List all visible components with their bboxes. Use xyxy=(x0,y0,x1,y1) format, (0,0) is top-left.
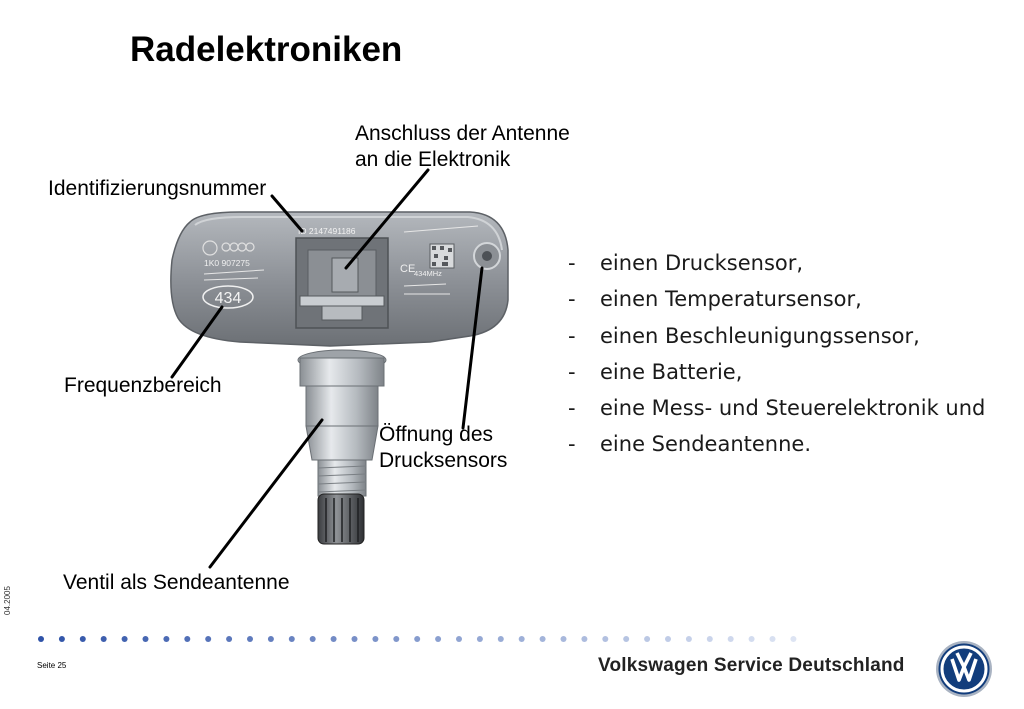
list-item: -eine Sendeantenne. xyxy=(568,432,812,457)
leader-line-opening xyxy=(461,266,484,430)
decorative-dot xyxy=(706,636,713,642)
decorative-dot xyxy=(748,636,755,642)
label-sensor-opening: Öffnung des Drucksensors xyxy=(379,423,508,472)
list-item: -einen Drucksensor, xyxy=(568,251,804,275)
frequency-oval xyxy=(202,285,254,309)
decorative-dot xyxy=(518,636,525,642)
decorative-dot xyxy=(330,636,337,642)
label-frequency: Frequenzbereich xyxy=(64,374,222,397)
sensor-frequency-marking: 434 xyxy=(215,290,242,307)
decorative-dot xyxy=(288,636,295,642)
decorative-dot xyxy=(247,636,253,642)
decorative-dot xyxy=(100,636,107,642)
decorative-dot xyxy=(351,636,358,642)
decorative-dot xyxy=(38,636,44,642)
decorative-dot xyxy=(226,636,233,642)
decorative-dot xyxy=(769,636,776,642)
decorative-dot xyxy=(267,636,274,642)
list-item: -eine Mess- und Steuerelektronik und xyxy=(568,396,986,421)
decorative-dot xyxy=(539,636,546,642)
decorative-dot xyxy=(497,636,504,642)
valve-cap xyxy=(317,493,365,545)
leader-line-id xyxy=(270,194,304,233)
decorative-dot xyxy=(623,636,630,642)
sensor-part-marking: 1K0 907275 xyxy=(204,258,250,268)
decorative-dot xyxy=(435,636,442,642)
vw-logo xyxy=(936,641,992,697)
component-list: -einen Drucksensor, -einen Temperatursen… xyxy=(568,248,985,466)
decorative-dot xyxy=(560,636,567,642)
decorative-dot xyxy=(163,636,170,642)
list-item: -einen Beschleunigungssensor, xyxy=(568,323,920,348)
leader-line-frequency xyxy=(170,305,224,379)
decorative-dot xyxy=(476,636,483,642)
decorative-dot xyxy=(685,636,692,642)
decorative-dot xyxy=(581,636,588,642)
decorative-dot xyxy=(644,636,651,642)
svg-text:CE: CE xyxy=(400,263,415,275)
decorative-dot xyxy=(393,636,400,642)
valve-stem xyxy=(299,357,385,387)
decorative-dot xyxy=(58,636,65,642)
decorative-dot xyxy=(372,636,379,642)
decorative-dot xyxy=(142,636,149,642)
decorative-dot xyxy=(790,636,797,642)
brand-name: Volkswagen Service Deutschland xyxy=(598,655,905,676)
decorative-dot xyxy=(665,636,671,642)
decorative-dot xyxy=(456,636,462,642)
label-id-number: Identifizierungsnummer xyxy=(48,177,267,200)
decorative-dot xyxy=(184,636,191,642)
sensor-id-marking: ID 2147491186 xyxy=(298,226,356,236)
decorative-dot xyxy=(205,636,212,642)
page-number: Seite 25 xyxy=(37,661,67,670)
sensor-mhz-marking: 434MHz xyxy=(414,269,442,278)
label-antenna-connection: Anschluss der Antenne an die Elektronik xyxy=(355,122,570,171)
decorative-dot xyxy=(414,636,421,642)
antenna-clip xyxy=(299,295,385,307)
decorative-dot xyxy=(602,636,609,642)
decorative-dot xyxy=(309,636,316,642)
sensor-figure: ID 2147491186 1K0 907275 434MHz 434 CE xyxy=(170,168,509,569)
leader-line-antenna xyxy=(344,168,430,270)
list-item: -einen Temperatursensor, xyxy=(568,287,862,312)
page-title: Radelektroniken xyxy=(130,30,403,69)
label-valve: Ventil als Sendeantenne xyxy=(63,571,290,594)
decorative-dot xyxy=(121,636,128,642)
decorative-dot xyxy=(727,636,734,642)
decorative-dot xyxy=(79,636,86,642)
list-item: -eine Batterie, xyxy=(568,359,743,384)
leader-line-valve xyxy=(208,418,324,569)
decorative-dot-row xyxy=(38,636,797,642)
footer-date: 04.2005 xyxy=(3,586,12,615)
